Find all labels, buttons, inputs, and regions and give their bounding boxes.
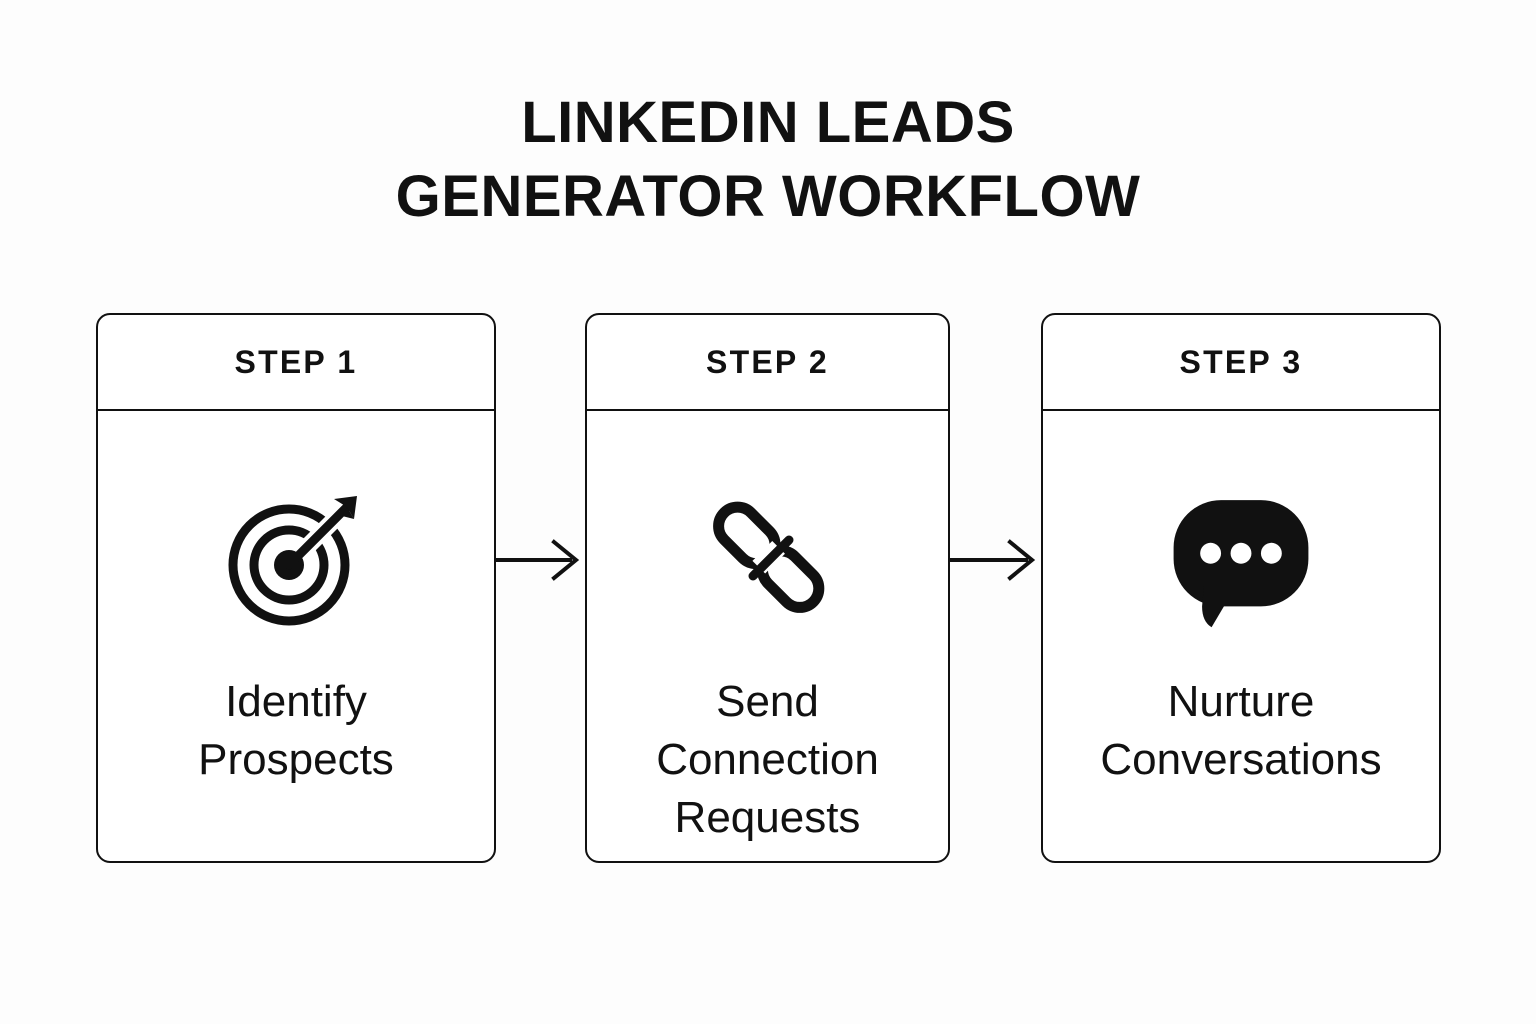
step-card-2-caption-line-3: Requests	[674, 793, 861, 842]
step-card-2-header: STEP 2	[587, 315, 948, 411]
step-card-1-caption-line-1: Identify	[225, 677, 367, 726]
step-card-3-body: Nurture Conversations	[1043, 411, 1439, 862]
step-card-3-label: STEP 3	[1179, 343, 1303, 380]
arrow-right-icon	[950, 538, 1041, 582]
step-card-2-label: STEP 2	[706, 343, 829, 380]
step-card-3-header: STEP 3	[1043, 315, 1439, 411]
page-title-line-1: LINKEDIN LEADS	[521, 90, 1015, 155]
step-card-3[interactable]: STEP 3 Nurture Conversatio	[1041, 313, 1441, 863]
target-arrow-icon	[221, 483, 371, 633]
step-card-2-body: Send Connection Requests	[587, 411, 948, 862]
workflow-diagram: STEP 1	[96, 313, 1441, 863]
page-title-line-2: GENERATOR WORKFLOW	[395, 164, 1141, 229]
step-card-1-label: STEP 1	[234, 343, 358, 380]
chain-link-icon	[693, 483, 843, 633]
step-card-1-caption-line-2: Prospects	[198, 735, 394, 784]
step-card-1-caption: Identify Prospects	[114, 673, 478, 789]
step-card-2-caption-line-2: Connection	[656, 735, 879, 784]
step-card-2[interactable]: STEP 2 Send C	[585, 313, 950, 863]
step-card-3-caption-line-1: Nurture	[1167, 677, 1315, 726]
step-card-2-caption: Send Connection Requests	[601, 673, 933, 847]
step-card-1-body: Identify Prospects	[98, 411, 494, 862]
step-card-3-caption: Nurture Conversations	[1059, 673, 1423, 789]
step-card-1[interactable]: STEP 1	[96, 313, 496, 863]
page-title: LINKEDIN LEADS GENERATOR WORKFLOW	[0, 86, 1536, 234]
arrow-right-icon	[496, 538, 585, 582]
chat-bubble-ellipsis-icon	[1166, 483, 1316, 633]
step-card-2-caption-line-1: Send	[716, 677, 819, 726]
step-card-3-caption-line-2: Conversations	[1100, 735, 1382, 784]
step-card-1-header: STEP 1	[98, 315, 494, 411]
